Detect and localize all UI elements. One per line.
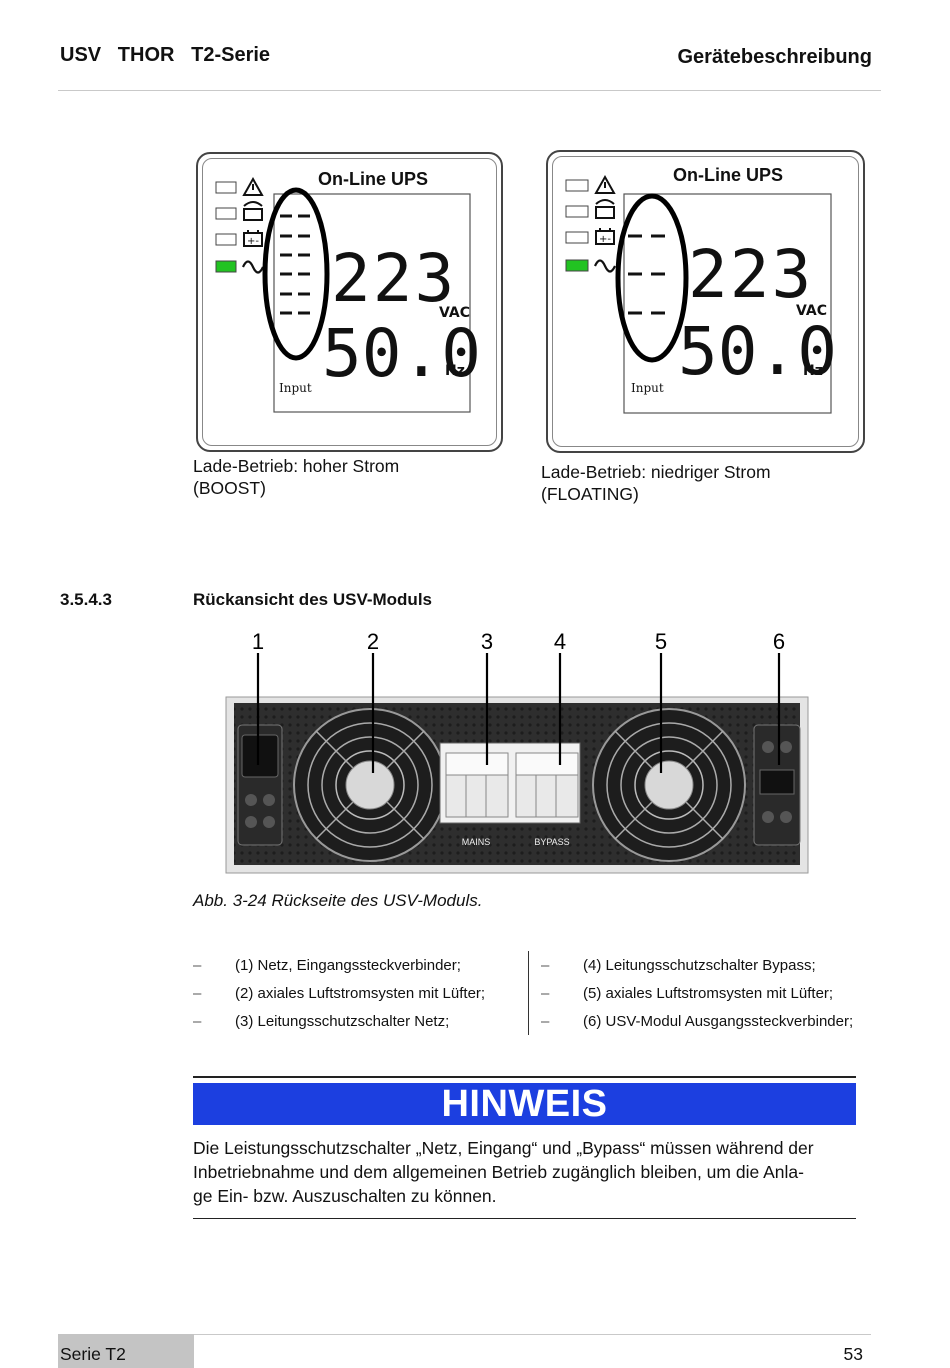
frequency-unit: Hz — [445, 363, 465, 379]
status-indicators — [215, 181, 237, 273]
voltage-readout: 223 — [331, 240, 456, 317]
legend-left: – (1) Netz, Eingangssteckverbinder; –(2)… — [193, 955, 523, 1039]
note-heading: HINWEIS — [193, 1083, 856, 1125]
voltage-unit: VAC — [439, 305, 470, 321]
footer-series-box — [58, 1334, 194, 1368]
legend-right: –(4) Leitungsschutzschalter Bypass; –(5)… — [541, 955, 941, 1039]
callout-2: 2 — [367, 629, 379, 654]
battery-charge-bars — [280, 214, 310, 315]
legend-item: –(2) axiales Luftstromsysten mit Lüfter; — [193, 985, 486, 1002]
warning-icon — [242, 176, 264, 196]
chapter-title: Gerätebeschreibung — [677, 46, 872, 68]
display-caption-boost: Lade-Betrieb: hoher Strom (BOOST) — [193, 456, 400, 498]
note-bottom-rule — [193, 1218, 856, 1219]
header-title: USV THOR T2-Serie — [60, 44, 271, 66]
lcd-display-boost: On-Line UPS +- 223 VAC 50.0 Hz Input — [196, 152, 503, 452]
section-number: 3.5.4.3 — [60, 590, 112, 609]
warning-icon — [594, 174, 616, 194]
legend-item: –(4) Leitungsschutzschalter Bypass; — [541, 957, 816, 974]
note-body: Die Leistungsschutzschalter „Netz, Einga… — [193, 1138, 814, 1206]
ac-wave-icon — [241, 260, 265, 274]
input-connector — [237, 724, 283, 846]
footer-series-label: Serie T2 — [60, 1344, 126, 1364]
mode-label: Input — [279, 381, 312, 395]
bypass-label: BYPASS — [534, 837, 569, 847]
callout-4: 4 — [554, 629, 566, 654]
callout-3: 3 — [481, 629, 493, 654]
header-divider — [58, 90, 881, 91]
callout-1: 1 — [252, 629, 264, 654]
highlight-ring — [615, 193, 689, 363]
legend-item: –(3) Leitungsschutzschalter Netz; — [193, 1013, 450, 1030]
mains-label: MAINS — [462, 837, 491, 847]
section-title: Rückansicht des USV-Moduls — [193, 590, 432, 609]
note-top-rule — [193, 1076, 856, 1078]
ups-rear-view: MAINS BYPASS 1 — [222, 625, 812, 875]
voltage-readout: 223 — [688, 236, 813, 313]
output-connector — [753, 724, 801, 846]
figure-caption: Abb. 3-24 Rückseite des USV-Moduls. — [193, 891, 483, 910]
bypass-icon — [243, 201, 263, 221]
frequency-readout: 50.0 — [322, 315, 481, 392]
callout-lines — [256, 653, 781, 773]
callout-6: 6 — [773, 629, 785, 654]
voltage-unit: VAC — [796, 303, 827, 319]
legend-item: –(5) axiales Luftstromsysten mit Lüfter; — [541, 985, 834, 1002]
legend-divider — [528, 951, 529, 1035]
svg-text:+-: +- — [599, 234, 611, 245]
frequency-unit: Hz — [803, 363, 823, 379]
highlight-ring — [262, 187, 330, 361]
circuit-breakers: MAINS BYPASS — [439, 742, 581, 847]
legend-item: –(6) USV-Modul Ausgangssteckverbinder; — [541, 1013, 854, 1030]
lcd-title: On-Line UPS — [673, 165, 783, 185]
svg-text:+-: +- — [247, 236, 259, 247]
legend-item: – (1) Netz, Eingangssteckverbinder; — [193, 957, 461, 974]
mode-label: Input — [631, 381, 664, 395]
footer-divider — [58, 1334, 871, 1335]
fan-right — [592, 708, 746, 862]
bypass-icon — [595, 199, 615, 219]
page-number: 53 — [843, 1344, 863, 1364]
callout-5: 5 — [655, 629, 667, 654]
ac-wave-icon — [593, 259, 617, 273]
frequency-readout: 50.0 — [678, 313, 837, 390]
battery-icon: +- — [595, 228, 615, 245]
lcd-title: On-Line UPS — [318, 169, 428, 189]
status-indicators — [565, 179, 589, 272]
fan-left — [293, 708, 447, 862]
battery-icon: +- — [243, 230, 263, 247]
display-caption-floating: Lade-Betrieb: niedriger Strom (FLOATING) — [541, 462, 771, 504]
lcd-display-floating: On-Line UPS +- 223 VAC 50.0 Hz Input — [546, 150, 865, 453]
battery-charge-bars — [628, 234, 665, 315]
